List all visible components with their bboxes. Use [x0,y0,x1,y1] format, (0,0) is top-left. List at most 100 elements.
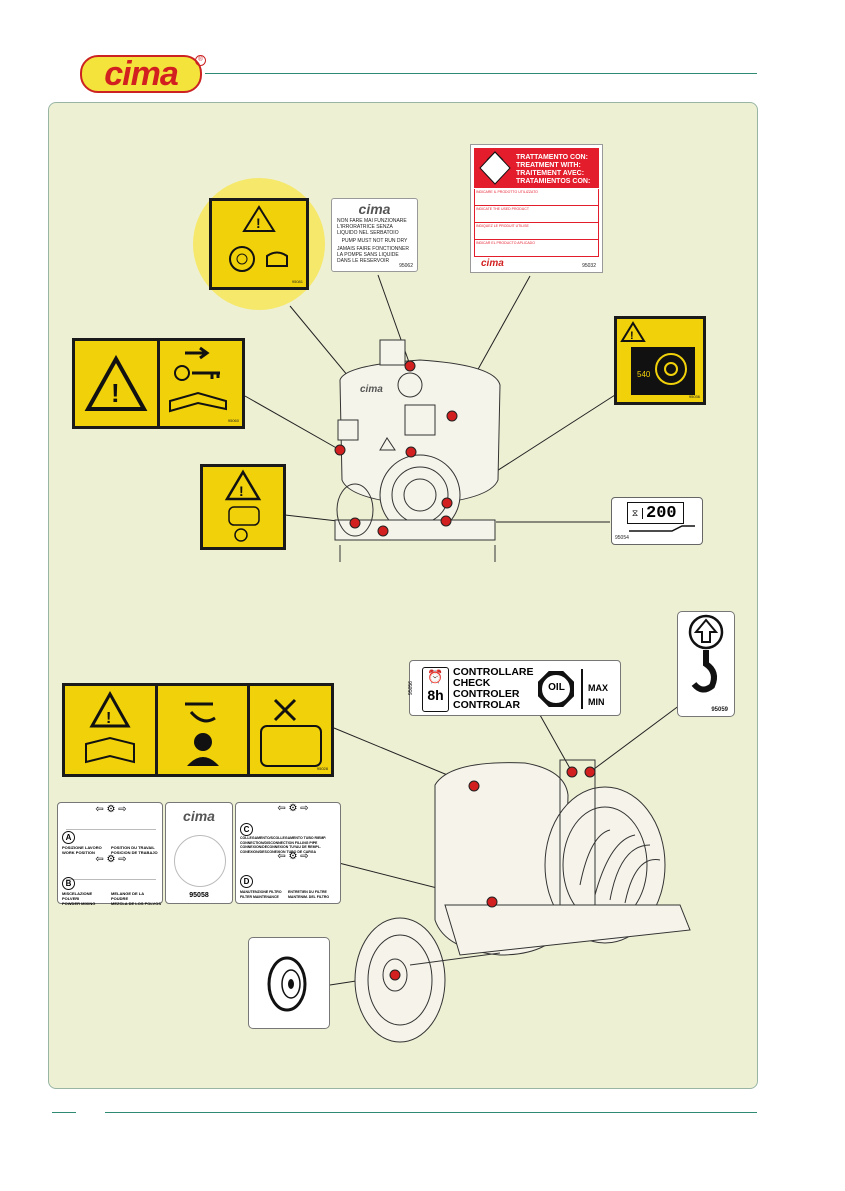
positions-code: 95058 [189,892,209,899]
sprayer-upper-illustration: cima [334,339,501,562]
tank-label-code: 95028 [316,766,328,771]
oil-line-0: CONTROLLARE [453,666,534,678]
no-entry-tank-icon [259,698,322,767]
oil-code: 95056 [407,681,414,695]
pressure-box: ⧖ 200 [627,502,684,524]
treatment-code: 95032 [582,263,596,269]
position-a-diagram: ⇦ ⚙ ⇨ [66,805,156,830]
treatment-line-2: TRAITEMENT AVEC: [516,170,585,177]
positions-label-a-b: ⇦ ⚙ ⇨ A POSIZIONE LAVORO WORK POSITION P… [57,802,163,906]
hand-crush-icon: ! [229,205,288,272]
oil-text: CONTROLLARE CHECK CONTROLER CONTROLAR [453,667,534,711]
treatment-line-1: TREATMENT WITH: [516,162,581,169]
protective-gear-icon [184,702,219,766]
oil-word: OIL [548,682,565,693]
svg-text:!: ! [630,330,634,342]
header-rule [205,73,757,74]
footer-rule [105,1112,757,1113]
center-circle [174,835,226,887]
valve-icon: ⧖ [628,507,643,519]
position-b-badge: B [62,877,75,890]
pressure-value: 200 [646,503,677,523]
pto-label-code: 95036 [688,394,700,399]
warning-manual-icon: ! [85,690,135,764]
no-entry-panel: 95028 [250,686,331,774]
keys-manual-label: ! 95060 [72,338,245,429]
circle-label-code: 95081 [291,279,303,284]
oil-line-1: CHECK [453,677,491,689]
oil-line-2: CONTROLER [453,688,520,700]
pto-rotation-icon: ! 540 [620,321,695,395]
svg-text:!: ! [256,215,261,231]
treatment-line-3: TRATAMIENTOS CON: [516,178,591,185]
pump-label-logo: cima [358,201,391,217]
positions-label-c-d: ⇦ ⚙ ⇨ C COLLEGAMENTO/SCOLLEGAMENTO TUBO … [235,802,341,904]
treatment-logo: cima [481,258,504,269]
pump-label-code: 95062 [399,263,413,269]
treatment-line-0: TRATTAMENTO CON: [516,154,588,161]
svg-text:!: ! [106,710,111,727]
pump-label-en: PUMP MUST NOT RUN DRY [341,238,408,244]
clock-icon: ⏰ [427,669,444,684]
dipstick-icon [581,669,583,709]
oil-circle [542,675,570,703]
position-d-badge: D [240,875,253,888]
warning-panel: ! [75,341,160,426]
position-d-text-1: MANUTENZIONE FILTRO FILTER MAINTENANCE [240,890,282,899]
treatment-label: TRATTAMENTO CON: TREATMENT WITH: TRAITEM… [470,144,603,273]
pto-label: ! 540 95036 [614,316,706,405]
pump-label: cima NON FARE MAI FUNZIONARE L'IRRORATRI… [331,198,418,272]
position-b-diagram: ⇦ ⚙ ⇨ [66,855,156,880]
pressure-label: ⧖ 200 95054 [611,497,703,545]
positions-logo: cima [183,808,215,824]
position-a-badge: A [62,831,75,844]
tank-drain-label: ! [200,464,286,550]
clock-box: ⏰ 8h [422,667,449,712]
hazard-diamond-icon [479,151,511,185]
position-c-text: COLLEGAMENTO/SCOLLEGAMENTO TUBO RIEMP. C… [240,836,327,854]
warning-triangle-icon: ! [84,354,148,411]
hand-hazard-sign: ! 95081 [209,198,309,290]
keys-panel: 95060 [160,341,242,426]
wheel-icon [267,956,307,1012]
hook-label-code: 95059 [711,707,728,713]
logo-text: cima [104,55,178,93]
tank-logo: cima [360,384,383,395]
footer-rule-left [52,1112,76,1113]
position-c-badge: C [240,823,253,836]
treatment-row: INDICATE THE USED PRODUCT [474,206,599,223]
position-a-text-2: POSITION DU TRAVAIL POSICION DE TRABAJO [111,845,158,855]
position-b-text-1: MISCELAZIONE POLVERI POWDER MIXING [62,891,96,906]
oil-max: MAX [588,683,608,693]
treatment-row: INDIQUEZ LE PRODUIT UTILISE [474,223,599,240]
position-a-text-1: POSIZIONE LAVORO WORK POSITION [62,845,102,855]
pump-label-it: NON FARE MAI FUNZIONARE L'IRRORATRICE SE… [337,218,407,236]
tank-safety-label: ! 95028 [62,683,334,777]
manual-warning-panel: ! [65,686,158,774]
lance-icon [629,525,695,532]
treatment-rows: INDICARE IL PRODOTTO UTILIZZATO INDICATE… [474,189,599,257]
header-logo: cima [80,55,202,93]
registered-mark: ® [195,55,206,66]
position-c-diagram: ⇦ ⚙ ⇨ [277,803,309,814]
oil-hours: 8h [427,687,444,703]
position-b-text-2: MELANGE DE LA POUDRE MEZCLA DE LOS POLVO… [111,891,162,906]
positions-label-center: cima 95058 [165,802,233,904]
pressure-label-code: 95054 [615,535,629,541]
position-d-diagram: ⇦ ⚙ ⇨ [277,851,309,862]
pump-label-fr: JAMAIS FAIRE FONCTIONNER LA POMPE SANS L… [337,246,409,264]
lifting-hook-icon [688,614,724,693]
oil-min: MIN [588,697,605,707]
sprayer-lower-illustration [354,759,691,1043]
lifting-hook-label: 95059 [677,611,735,717]
svg-text:!: ! [111,378,120,408]
svg-text:!: ! [239,483,244,499]
key-book-icon [169,346,227,413]
circle-safety-label: ! 95081 [193,178,325,310]
pto-rpm: 540 [637,370,651,379]
wheel-label [248,937,330,1029]
oil-check-label: 95056 ⏰ 8h CONTROLLARE CHECK CONTROLER C… [407,660,621,716]
treatment-header: TRATTAMENTO CON: TREATMENT WITH: TRAITEM… [474,148,599,188]
treatment-row: INDICAR EL PRODUCTO APLICADO [474,240,599,257]
